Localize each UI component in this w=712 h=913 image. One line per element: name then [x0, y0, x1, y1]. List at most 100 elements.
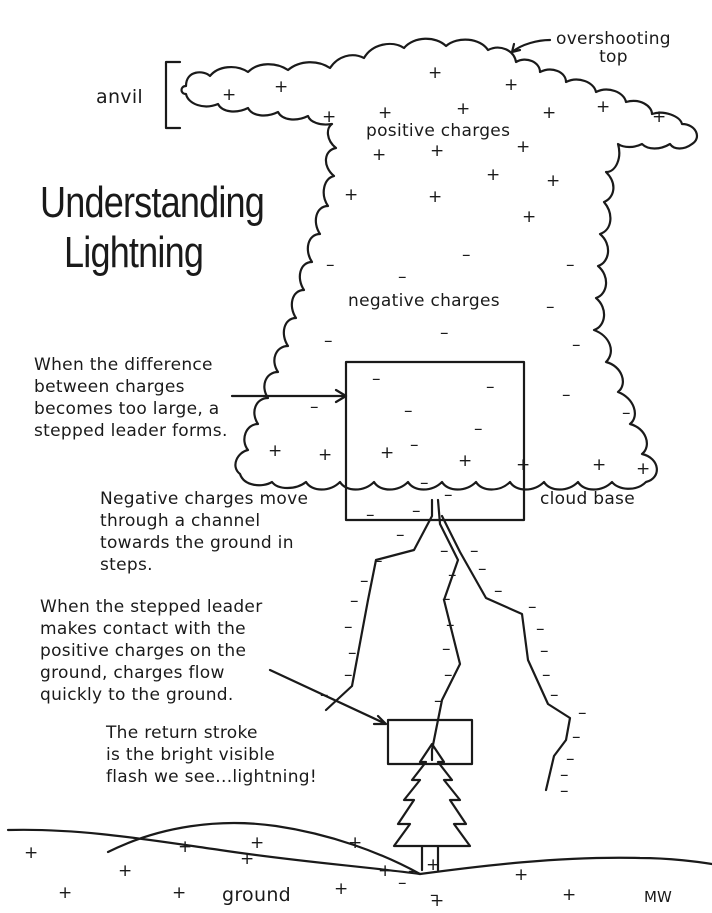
positive-charge-11: + — [430, 141, 444, 161]
negative-charge-0: – — [326, 255, 335, 275]
negative-move-note: Negative charges move through a channel … — [100, 489, 309, 575]
overshooting-top-arrow — [510, 38, 552, 54]
ground-label: ground — [222, 884, 292, 906]
title-line-1: Understanding — [40, 178, 265, 227]
positive-charge-17: + — [522, 207, 536, 227]
positive-charge-24: + — [636, 459, 650, 479]
negative-charge-24: – — [344, 617, 353, 637]
positive-charge-30: + — [378, 861, 392, 881]
positive-charge-34: + — [426, 855, 440, 875]
negative-charge-6: – — [440, 323, 449, 343]
positive-charge-13: + — [486, 165, 500, 185]
signature: MW — [644, 888, 672, 906]
anvil-bracket — [164, 60, 182, 130]
cloud-outline — [180, 37, 699, 491]
negative-charge-25: – — [348, 643, 357, 663]
charges-layer: +++++++++++++++++++++++++++++++++++++++–… — [24, 63, 666, 911]
stepped-leader-box — [344, 360, 526, 522]
positive-charge-1: + — [274, 77, 288, 97]
negative-charge-41: – — [542, 665, 551, 685]
negative-charge-35: – — [470, 541, 479, 561]
positive-charge-37: + — [430, 891, 444, 911]
negative-charge-18: – — [444, 485, 453, 505]
title-line-2: Lightning — [64, 228, 204, 277]
negative-charge-3: – — [566, 255, 575, 275]
contact-box — [386, 718, 474, 766]
positive-charge-9: + — [652, 107, 666, 127]
negative-charge-12: – — [562, 385, 571, 405]
negative-charge-9: – — [486, 377, 495, 397]
negative-charge-44: – — [572, 727, 581, 747]
negative-charge-23: – — [350, 591, 359, 611]
negative-charge-22: – — [360, 571, 369, 591]
pine-tree — [392, 742, 472, 872]
negative-charge-4: – — [546, 297, 555, 317]
negative-charge-13: – — [622, 403, 631, 423]
negative-charge-42: – — [550, 685, 559, 705]
return-stroke-note: The return stroke is the bright visible … — [106, 723, 317, 787]
hill-line — [106, 821, 422, 876]
lightning-right-branch — [440, 514, 572, 792]
positive-charge-19: + — [318, 445, 332, 465]
lightning-center-branch — [430, 498, 462, 762]
positive-charge-3: + — [378, 103, 392, 123]
negative-charges-label: negative charges — [348, 291, 500, 311]
negative-charge-2: – — [462, 245, 471, 265]
negative-charge-29: – — [448, 565, 457, 585]
stepped-leader-note: When the difference between charges beco… — [34, 355, 228, 441]
negative-charge-43: – — [578, 703, 587, 723]
positive-charge-29: + — [348, 833, 362, 853]
positive-charge-21: + — [458, 451, 472, 471]
negative-charge-17: – — [420, 473, 429, 493]
positive-charge-5: + — [456, 99, 470, 119]
negative-charge-34: – — [434, 691, 443, 711]
positive-charge-28: + — [240, 849, 254, 869]
positive-charge-31: + — [334, 879, 348, 899]
positive-charge-22: + — [516, 455, 530, 475]
negative-charge-15: – — [410, 435, 419, 455]
negative-charge-10: – — [404, 401, 413, 421]
positive-charge-38: + — [250, 833, 264, 853]
negative-charge-49: – — [430, 885, 439, 905]
positive-charge-16: + — [428, 187, 442, 207]
positive-charge-15: + — [344, 185, 358, 205]
negative-charge-50: – — [408, 861, 417, 881]
positive-charge-2: + — [322, 107, 336, 127]
negative-charge-30: – — [442, 589, 451, 609]
positive-charges-label: positive charges — [366, 121, 511, 141]
positive-charge-23: + — [592, 455, 606, 475]
positive-charge-12: + — [516, 137, 530, 157]
negative-charge-7: – — [572, 335, 581, 355]
positive-charge-26: + — [118, 861, 132, 881]
negative-charge-45: – — [566, 749, 575, 769]
positive-charge-8: + — [596, 97, 610, 117]
lightning-main-branch — [324, 498, 434, 712]
negative-charge-28: – — [440, 541, 449, 561]
negative-charge-47: – — [560, 781, 569, 801]
negative-charge-8: – — [372, 369, 381, 389]
positive-charge-6: + — [504, 75, 518, 95]
negative-charge-39: – — [536, 619, 545, 639]
negative-charge-21: – — [374, 551, 383, 571]
negative-charge-32: – — [442, 639, 451, 659]
positive-charge-14: + — [546, 171, 560, 191]
negative-charge-14: – — [474, 419, 483, 439]
negative-charge-33: – — [444, 665, 453, 685]
positive-charge-4: + — [428, 63, 442, 83]
positive-charge-20: + — [380, 443, 394, 463]
negative-charge-37: – — [494, 581, 503, 601]
negative-charge-26: – — [344, 665, 353, 685]
negative-charge-16: – — [366, 505, 375, 525]
negative-charge-27: – — [320, 685, 329, 705]
negative-charge-19: – — [412, 501, 421, 521]
positive-charge-7: + — [542, 103, 556, 123]
positive-charge-18: + — [268, 441, 282, 461]
positive-charge-27: + — [178, 837, 192, 857]
negative-charge-48: – — [398, 873, 407, 893]
contact-arrow — [268, 668, 388, 726]
anvil-label: anvil — [96, 86, 143, 108]
negative-charge-11: – — [310, 397, 319, 417]
negative-charge-36: – — [478, 559, 487, 579]
